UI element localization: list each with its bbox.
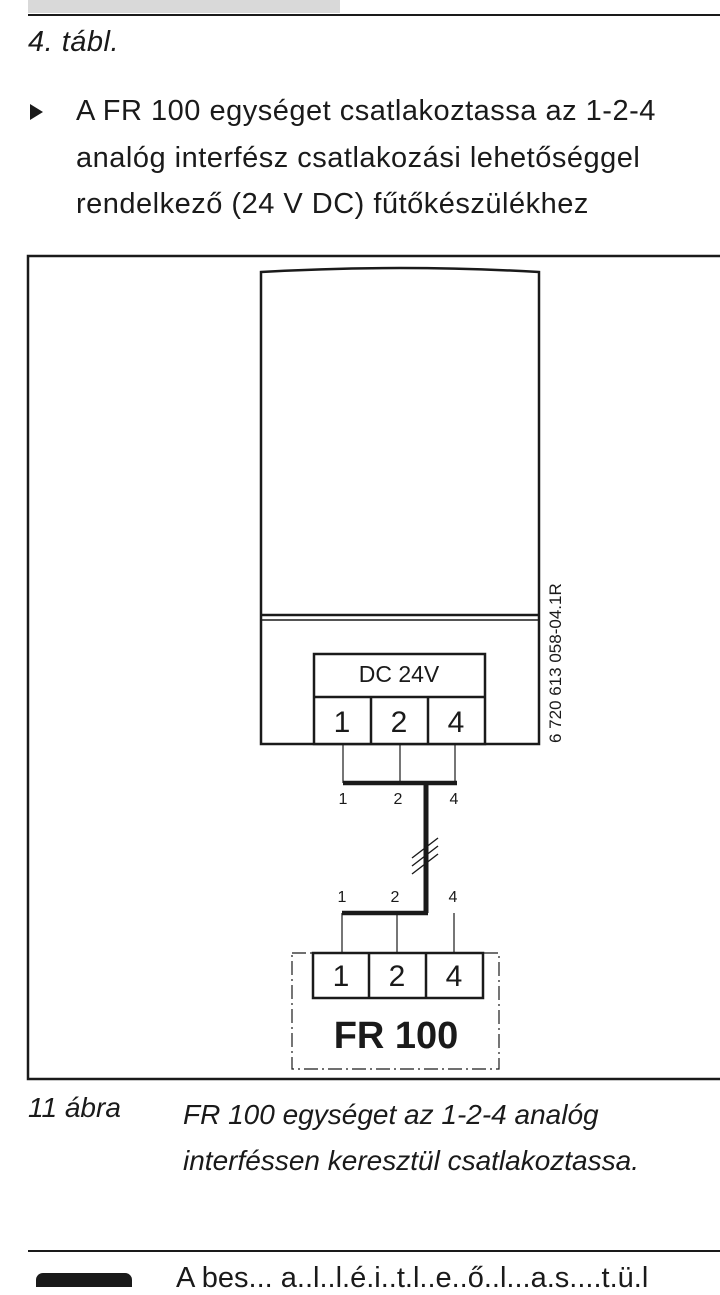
next-paragraph-text: A bes... a..l..l.é.i..t.l..e..ő..l...a.s… xyxy=(176,1262,649,1294)
instruction-line: A FR 100 egységet csatlakoztassa az 1-2-… xyxy=(76,95,656,127)
wire-label: 1 xyxy=(338,889,347,906)
wire-label: 2 xyxy=(394,791,403,808)
figure-number: 11 ábra xyxy=(28,1092,121,1123)
fr100-device: 1 2 4 FR 100 xyxy=(291,951,500,1070)
drawing-code: 6 720 613 058-04.1R xyxy=(546,583,565,743)
instruction-text: A FR 100 egységet csatlakoztassa az 1-2-… xyxy=(76,88,720,228)
fr-terminal-number: 1 xyxy=(333,960,350,993)
caption-line: FR 100 egységet az 1-2-4 analóg xyxy=(183,1099,599,1130)
figure-caption: FR 100 egységet az 1-2-4 analóg interfés… xyxy=(183,1092,639,1184)
caption-line: interféssen keresztül csatlakoztassa. xyxy=(183,1145,639,1176)
device-name: FR 100 xyxy=(334,1015,459,1057)
fr-terminal-number: 2 xyxy=(389,960,406,993)
lower-wiring xyxy=(341,910,455,953)
boiler-unit xyxy=(259,266,541,746)
top-divider xyxy=(28,14,720,16)
instruction-line: analóg interfész csatlakozási lehetőségg… xyxy=(76,141,641,174)
notice-icon xyxy=(36,1273,132,1287)
boiler-terminal-number: 4 xyxy=(448,706,465,739)
instruction-line: rendelkező (24 V DC) fűtőkészülékhez xyxy=(76,188,589,220)
wire-label: 4 xyxy=(450,791,459,808)
fr-terminal-number: 4 xyxy=(446,960,463,993)
boiler-terminal-number: 1 xyxy=(334,706,351,739)
bottom-divider xyxy=(28,1250,720,1252)
boiler-terminal-number: 2 xyxy=(391,706,408,739)
boiler-terminal-block: DC 24V 1 2 4 xyxy=(312,652,487,746)
table-reference: 4. tábl. xyxy=(28,26,120,58)
wire-label: 4 xyxy=(449,889,458,906)
upper-wiring xyxy=(342,744,457,786)
figure-frame xyxy=(26,254,720,1081)
wire-label: 2 xyxy=(391,889,400,906)
boiler-terminal-label: DC 24V xyxy=(359,661,440,687)
wire-label: 1 xyxy=(339,791,348,808)
wiring-diagram: DC 24V 1 2 4 1 2 4 1 2 4 xyxy=(0,254,720,1082)
bullet-arrow-icon xyxy=(30,104,43,120)
cable xyxy=(411,783,439,913)
header-bar xyxy=(28,0,340,13)
